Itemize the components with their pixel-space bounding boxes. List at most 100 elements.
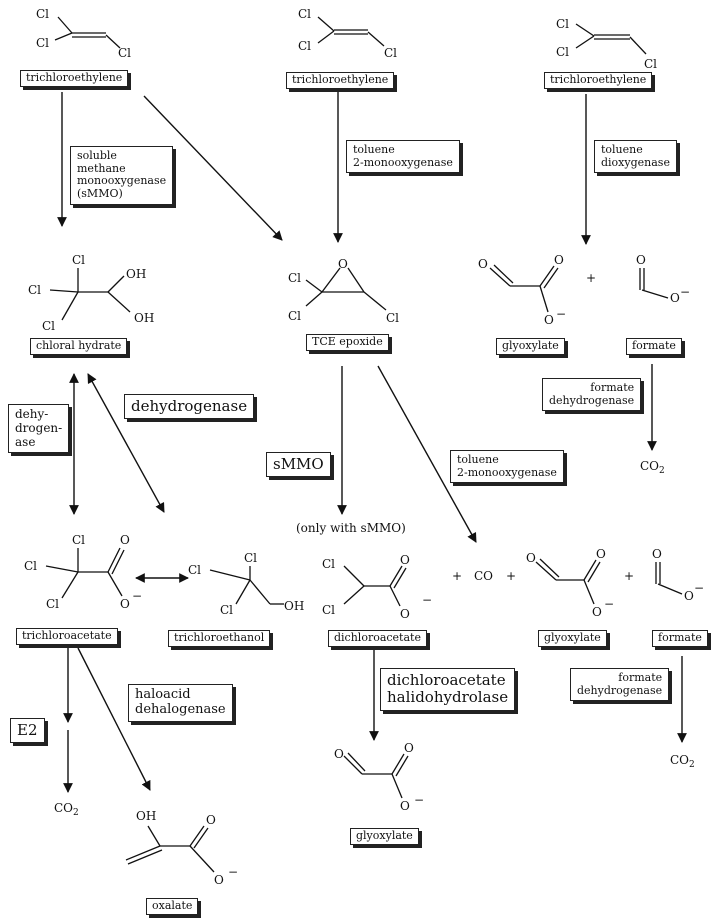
svg-text:O: O [120,533,130,547]
svg-text:Cl: Cl [24,559,37,573]
plus-sign: + [452,569,462,583]
co2-product-1: CO2 [640,459,665,476]
svg-text:Cl: Cl [36,36,49,50]
tce-structure-2: Cl Cl Cl [298,7,397,60]
co-product: CO [474,569,493,583]
svg-text:Cl: Cl [220,603,233,617]
plus-sign: + [586,271,596,285]
svg-text:O: O [404,741,414,755]
svg-text:Cl: Cl [644,57,657,71]
svg-text:O: O [670,291,680,305]
compound-formate-1: formate [626,338,682,355]
enzyme-smmo-long: soluble methane monooxygenase (sMMO) [70,146,174,205]
compound-trichloroacetate: trichloroacetate [16,628,118,645]
glyoxylate-structure-2: O O O − [526,547,614,619]
svg-text:Cl: Cl [244,551,257,565]
svg-text:Cl: Cl [556,17,569,31]
co2-product-3: CO2 [670,753,695,770]
svg-text:CO2: CO2 [670,753,695,770]
svg-text:CO2: CO2 [640,459,665,476]
svg-text:Cl: Cl [288,309,301,323]
compound-glyoxylate-2: glyoxylate [538,630,607,647]
enzyme-toluene-2-monooxygenase-1: toluene 2-monooxygenase [346,140,460,174]
svg-text:OH: OH [134,311,154,325]
enzyme-smmo-short: sMMO [266,452,331,478]
compound-chloral-hydrate: chloral hydrate [30,338,128,355]
compound-dichloroacetate: dichloroacetate [328,630,427,647]
compound-trichloroethanol: trichloroethanol [168,630,271,647]
trichloroethanol-structure: Cl Cl Cl OH [188,551,304,617]
svg-text:−: − [556,307,566,321]
formate-structure-2: O O − [652,547,704,603]
svg-text:−: − [604,597,614,611]
svg-text:−: − [680,285,690,299]
svg-text:O: O [554,253,564,267]
svg-text:OH: OH [284,599,304,613]
svg-text:Cl: Cl [298,7,311,21]
arrow-trichloroacetate-to-oxalate [77,647,151,791]
formate-structure-1: O O − [636,253,690,305]
compound-formate-2: formate [652,630,708,647]
enzyme-haloacid-dehalogenase: haloacid dehalogenase [128,684,233,722]
arrow-chloral-trichloroethanol [87,373,165,513]
svg-text:O: O [592,605,602,619]
svg-text:−: − [694,581,704,595]
compound-tce-epoxide: TCE epoxide [306,334,389,351]
svg-text:−: − [132,589,142,603]
svg-text:Cl: Cl [384,46,397,60]
svg-text:Cl: Cl [72,253,85,267]
compound-oxalate: oxalate [146,898,199,915]
svg-text:CO2: CO2 [54,801,79,818]
svg-text:Cl: Cl [42,319,55,333]
glyoxylate-structure-3: O O O − [334,741,424,813]
enzyme-formate-dehydrogenase-2: formate dehydrogenase [570,668,670,702]
svg-text:Cl: Cl [36,7,49,21]
compound-glyoxylate-3: glyoxylate [350,828,419,845]
tce-structure-3: Cl Cl Cl [556,17,657,71]
plus-sign: + [624,569,634,583]
enzyme-toluene-dioxygenase: toluene dioxygenase [594,140,677,174]
svg-text:O: O [120,597,130,611]
svg-text:−: − [228,865,238,879]
svg-text:O: O [206,813,216,827]
svg-text:O: O [334,747,344,761]
enzyme-dehydrogenase-left: dehy- drogen- ase [8,404,70,454]
svg-text:O: O [338,257,348,271]
svg-text:O: O [400,799,410,813]
svg-text:O: O [652,547,662,561]
svg-text:O: O [400,607,410,621]
svg-text:Cl: Cl [556,45,569,59]
arrow-epoxide-to-glyoxylate [377,365,477,543]
co2-product-2: CO2 [54,801,79,818]
svg-text:−: − [422,593,432,607]
svg-text:Cl: Cl [322,603,335,617]
svg-text:O: O [478,257,488,271]
enzyme-e2: E2 [10,718,45,744]
svg-text:O: O [526,551,536,565]
svg-text:Cl: Cl [72,533,85,547]
compound-trichloroethylene-1: trichloroethylene [20,70,129,87]
compound-trichloroethylene-2: trichloroethylene [286,72,395,89]
enzyme-dehydrogenase: dehydrogenase [124,394,255,420]
note-only-with-smmo: (only with sMMO) [296,521,406,535]
svg-text:−: − [414,793,424,807]
svg-text:Cl: Cl [118,46,131,60]
trichloroacetate-structure: Cl Cl Cl O O − [24,533,142,611]
plus-sign: + [506,569,516,583]
dichloroacetate-structure: Cl Cl O O − [322,553,432,621]
svg-text:O: O [214,873,224,887]
glyoxylate-structure-1: O O O − [478,253,566,327]
svg-text:O: O [596,547,606,561]
enzyme-dichloroacetate-halidohydrolase: dichloroacetate halidohydrolase [380,668,516,711]
svg-text:Cl: Cl [188,563,201,577]
svg-text:O: O [400,553,410,567]
chloral-hydrate-structure: Cl Cl Cl OH OH [28,253,154,333]
enzyme-toluene-2-monooxygenase-2: toluene 2-monooxygenase [450,450,564,484]
reaction-arrows [57,92,687,793]
svg-text:O: O [684,589,694,603]
svg-text:OH: OH [126,267,146,281]
svg-text:Cl: Cl [322,557,335,571]
tce-epoxide-structure: O Cl Cl Cl [288,257,399,325]
svg-text:Cl: Cl [298,39,311,53]
